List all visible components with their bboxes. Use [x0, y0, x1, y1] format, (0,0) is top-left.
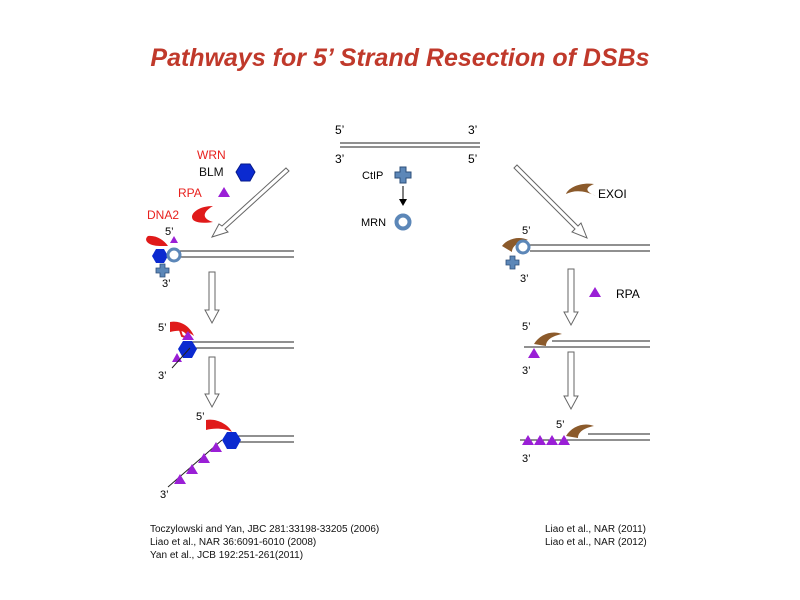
left-step3-five-label: 5’	[196, 411, 205, 423]
dna-top-right-label: 3’	[468, 123, 477, 137]
right-down-arrow-2	[563, 351, 579, 411]
right-pathway-arrow	[513, 164, 588, 239]
ctip-icon	[394, 166, 412, 184]
left-step3-three-label: 3’	[160, 489, 169, 501]
left-step1-five-label: 5’	[165, 226, 174, 238]
reference-line: Liao et al., NAR (2012)	[545, 537, 647, 548]
right-step3-five-label: 5’	[556, 419, 565, 431]
dna-bottom-left-label: 3’	[335, 152, 344, 166]
right-step1-complex	[502, 238, 650, 270]
blm-label: BLM	[199, 165, 224, 179]
left-step1-complex	[146, 235, 294, 278]
right-step3-three-label: 3’	[522, 453, 531, 465]
dna2-crescent-icon	[192, 206, 213, 223]
reference-line: Liao et al., NAR (2011)	[545, 524, 646, 535]
references-right: Liao et al., NAR (2011) Liao et al., NAR…	[545, 523, 647, 549]
page-title: Pathways for 5’ Strand Resection of DSBs	[150, 44, 650, 72]
mrn-icon	[394, 213, 412, 231]
right-step1-five-label: 5’	[522, 225, 531, 237]
rpa-label-right: RPA	[616, 287, 640, 301]
wrn-label: WRN	[197, 148, 226, 162]
left-step3-complex	[167, 419, 294, 488]
rpa-triangle-icon	[218, 187, 230, 197]
dna2-label: DNA2	[147, 208, 179, 222]
left-down-arrow-2	[204, 356, 220, 409]
left-down-arrow-1	[204, 271, 220, 325]
rpa-triangle-icon-right	[589, 287, 601, 297]
left-step2-three-label: 3’	[158, 370, 167, 382]
right-down-arrow-1	[563, 268, 579, 327]
dna-bottom-right-label: 5’	[468, 152, 477, 166]
rpa-label-left: RPA	[178, 186, 202, 200]
reference-line: Liao et al., NAR 36:6091-6010 (2008)	[150, 537, 317, 548]
reference-line: Yan et al., JCB 192:251-261(2011)	[150, 550, 304, 561]
references-left: Toczylowski and Yan, JBC 281:33198-33205…	[150, 523, 379, 562]
center-dna-duplex	[340, 142, 480, 148]
dna-top-left-label: 5’	[335, 123, 344, 137]
right-step2-complex	[524, 332, 650, 358]
left-step1-three-label: 3’	[162, 278, 171, 290]
reference-line: Toczylowski and Yan, JBC 281:33198-33205…	[150, 524, 380, 535]
right-step2-five-label: 5’	[522, 321, 531, 333]
ctip-label: CtIP	[362, 170, 383, 182]
exo1-label: EXOI	[598, 187, 627, 201]
blm-hexagon-icon	[235, 163, 256, 182]
right-step1-three-label: 3’	[520, 273, 529, 285]
right-step3-complex	[520, 424, 650, 445]
left-step2-complex	[170, 321, 294, 369]
mrn-label: MRN	[361, 217, 386, 229]
left-pathway-arrow	[210, 167, 290, 238]
left-step2-five-label: 5’	[158, 322, 167, 334]
exo1-crescent-icon	[566, 183, 596, 196]
right-step2-three-label: 3’	[522, 365, 531, 377]
